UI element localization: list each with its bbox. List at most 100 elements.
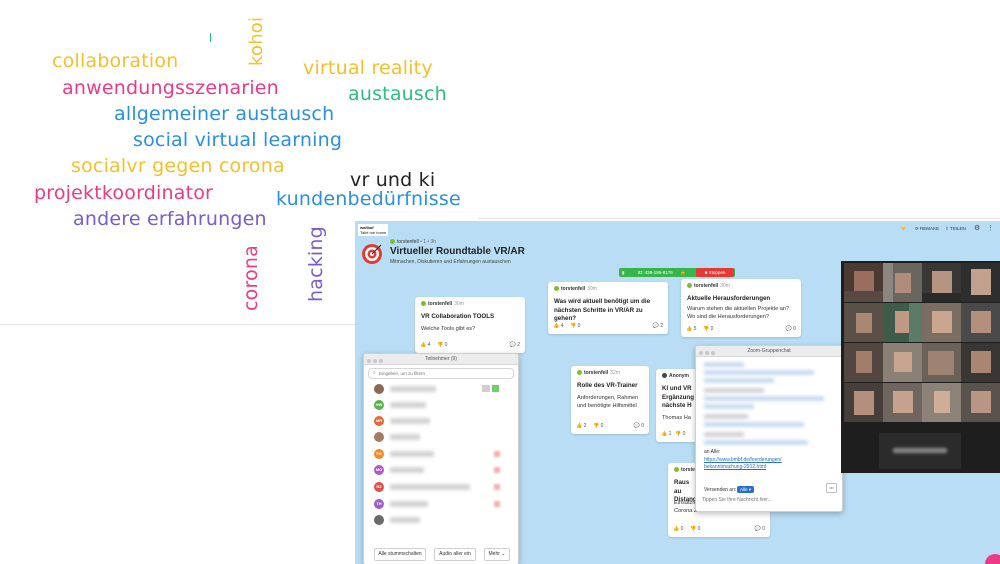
participants-titlebar[interactable]: Teilnehmer (9) — [364, 354, 518, 365]
remake-button[interactable]: ⟳ REMAKE — [915, 226, 940, 231]
chat-link[interactable]: https://www.bmbf.de/foerderungen/ bekann… — [704, 457, 782, 471]
participant-avatar[interactable] — [374, 384, 384, 394]
thumbs-down-icon[interactable]: 👎 0 — [690, 526, 701, 532]
video-tile[interactable] — [883, 303, 922, 342]
thumbs-up-icon[interactable]: 👍 5 — [686, 326, 697, 332]
post-footer: 👍 4 👎 0 💬 2 — [553, 323, 663, 330]
video-tile[interactable] — [883, 263, 922, 302]
thumbs-down-icon[interactable]: 👎 0 — [675, 431, 686, 437]
home-badge[interactable]: wallbaf Take me home — [358, 224, 389, 236]
thumbs-down-icon[interactable]: 👎 0 — [703, 326, 714, 332]
chat-line-redacted — [704, 396, 824, 401]
recipient-select[interactable]: Alle ▾ — [737, 486, 755, 493]
participant-avatar[interactable] — [374, 515, 384, 525]
share-button[interactable]: ⇪ TEILEN — [945, 226, 966, 231]
more-icon[interactable]: ⋮ — [987, 225, 994, 232]
mute-all-button[interactable]: Alle stummschalten — [374, 548, 426, 561]
comment-icon[interactable]: 💬 0 — [785, 326, 796, 332]
video-tile[interactable] — [961, 303, 1000, 342]
chat-link-line: bekanntmachung-2912.html — [704, 464, 766, 470]
unmute-all-button[interactable]: Audio aller ein — [434, 548, 476, 561]
video-tile[interactable] — [961, 383, 1000, 422]
heart-icon[interactable]: ♥ — [901, 224, 906, 233]
video-tile[interactable] — [844, 383, 883, 422]
chat-line-redacted — [704, 404, 754, 409]
thumbs-down-icon[interactable]: 👎 0 — [437, 342, 448, 348]
video-tile[interactable] — [883, 343, 922, 382]
chat-message-input[interactable] — [702, 496, 832, 504]
thumbs-up-icon[interactable]: 👍 4 — [420, 342, 431, 348]
search-input[interactable] — [379, 369, 499, 377]
comment-icon[interactable]: 💬 2 — [652, 323, 663, 329]
post-body: Thomas Ha — [662, 415, 691, 421]
post-author: torstenfell — [674, 467, 705, 473]
word-corona: corona — [240, 245, 262, 311]
comment-icon[interactable]: 💬 0 — [754, 526, 765, 532]
gear-icon[interactable]: ⚙ — [974, 225, 981, 232]
recipient-value: Alle — [740, 487, 748, 492]
video-tile[interactable] — [844, 343, 883, 382]
thumbs-up-icon[interactable]: 👍 1 — [661, 431, 672, 437]
post-card[interactable]: Anonym KI und VR Ergänzung nächste H Tho… — [656, 369, 733, 442]
chat-more-button[interactable]: ••• — [826, 483, 837, 493]
post-age: 30m — [720, 283, 730, 289]
video-tile[interactable] — [883, 383, 922, 422]
post-footer: 👍 4 👎 0 💬 2 — [420, 342, 520, 349]
video-tile[interactable] — [844, 263, 883, 302]
author-name: torstenfell — [694, 283, 719, 289]
video-tile[interactable] — [961, 343, 1000, 382]
video-tile[interactable] — [922, 383, 961, 422]
video-tile[interactable] — [961, 263, 1000, 302]
author-name: Anonym — [669, 373, 689, 379]
more-options-button[interactable]: Mehr ⌄ — [484, 548, 510, 561]
post-title: VR Collaboration TOOLS — [421, 313, 495, 320]
padlet-board[interactable]: wallbaf Take me home torstenfell • 1 • 3… — [355, 221, 1000, 564]
participant-search[interactable]: ⌕ — [368, 368, 514, 379]
video-gallery[interactable] — [841, 261, 1000, 473]
video-tile[interactable] — [922, 263, 961, 302]
chat-line-redacted — [704, 422, 804, 427]
window-controls[interactable] — [367, 357, 385, 367]
word-allgemeiner-austausch: allgemeiner austausch — [114, 103, 335, 125]
video-tile-name-only[interactable] — [879, 433, 961, 469]
upvote-count: 5 — [693, 326, 697, 332]
word-collaboration: collaboration — [52, 50, 179, 72]
board-subtitle: Mitmachen, Diskutieren und Erfahrungen a… — [390, 259, 511, 265]
video-tile[interactable] — [922, 303, 961, 342]
chat-bubble-icon[interactable] — [985, 554, 1000, 564]
participants-window[interactable]: Teilnehmer (9) ⌕ HW MR FH MO RZ TH — [363, 353, 519, 564]
thumbs-up-icon[interactable]: 👍 0 — [673, 526, 684, 532]
author-icon — [554, 286, 559, 292]
chat-titlebar[interactable]: Zoom-Gruppenchat — [696, 346, 842, 357]
word-social-virtual-learning: social virtual learning — [133, 129, 343, 151]
comment-icon[interactable]: 💬 0 — [633, 423, 644, 429]
comment-icon[interactable]: 💬 2 — [509, 342, 520, 348]
thumbs-up-icon[interactable]: 👍 4 — [553, 323, 564, 329]
chat-line-redacted — [704, 370, 814, 375]
owner-meta: • 1 • 3h — [420, 239, 437, 245]
participant-avatar[interactable]: TH — [374, 499, 384, 509]
participant-avatar[interactable] — [374, 432, 384, 442]
participant-name-redacted — [390, 386, 436, 392]
stop-label: Stoppen — [708, 270, 726, 275]
video-tile[interactable] — [844, 303, 883, 342]
participant-avatar[interactable]: HW — [374, 400, 384, 410]
participant-avatar[interactable]: RZ — [374, 482, 384, 492]
author-icon — [674, 467, 679, 473]
thumbs-down-icon[interactable]: 👎 0 — [593, 423, 604, 429]
share-label: TEILEN — [949, 226, 966, 231]
participant-avatar[interactable]: MO — [374, 465, 384, 475]
thumbs-up-icon[interactable]: 👍 2 — [576, 423, 587, 429]
group-chat-window[interactable]: Zoom-Gruppenchat an Alle: https://www.bm… — [695, 345, 843, 512]
stop-share-button[interactable]: ■ Stoppen — [696, 268, 734, 277]
participant-avatar[interactable]: FH — [374, 449, 384, 459]
participant-avatar[interactable]: MR — [374, 416, 384, 426]
video-tile[interactable] — [922, 343, 961, 382]
thumbs-down-icon[interactable]: 👎 0 — [570, 323, 581, 329]
window-controls[interactable] — [699, 349, 717, 359]
